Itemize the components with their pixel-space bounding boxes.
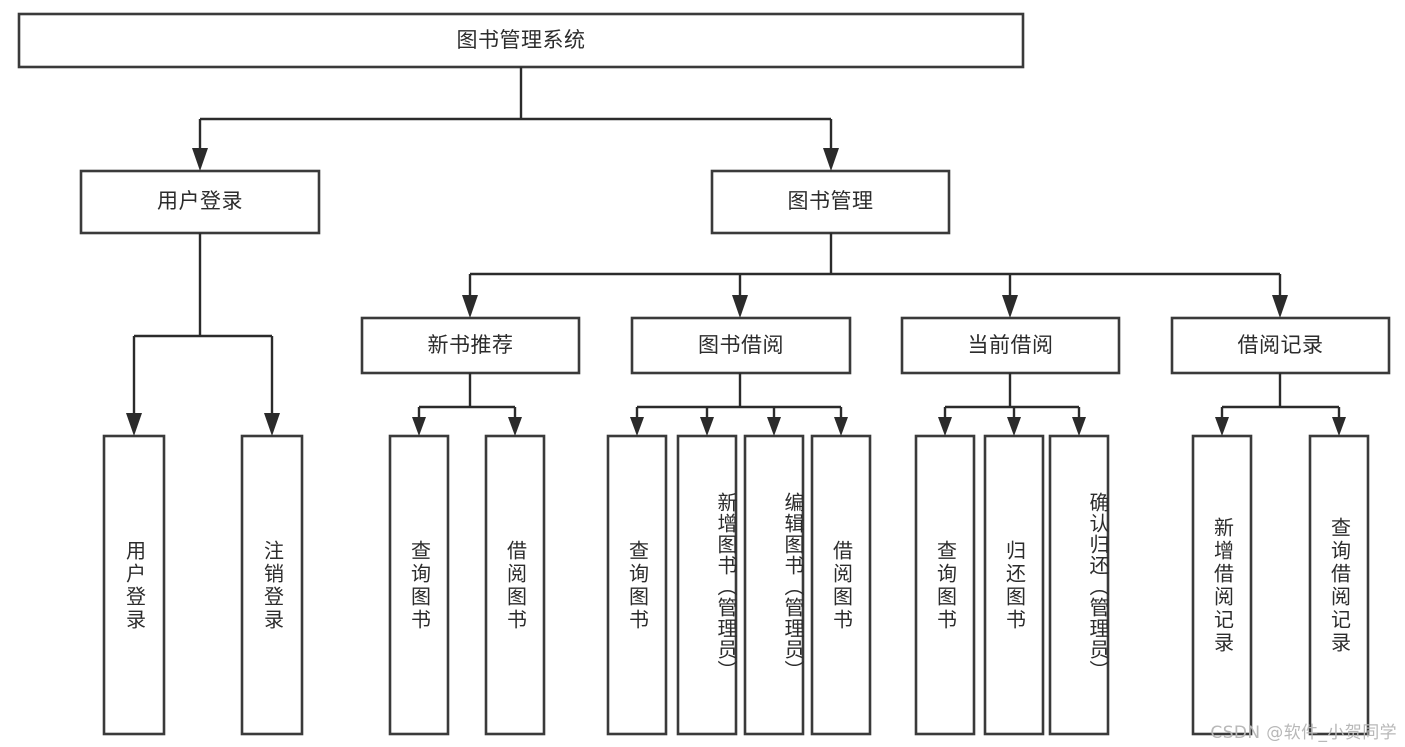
arrow-to-user-login: [192, 148, 208, 171]
arrow-to-leaf-edit-book: [767, 417, 781, 436]
csdn-watermark: CSDN @软件_小贺同学: [1210, 723, 1397, 743]
arrow-to-leaf-query-book-2: [630, 417, 644, 436]
arrow-to-leaf-user-login: [126, 413, 142, 436]
node-box-book-management[interactable]: [710, 169, 951, 235]
arrow-to-leaf-borrow-book-2: [834, 417, 848, 436]
node-box-leaf-confirm-return[interactable]: [1048, 434, 1110, 736]
connector-book-borrow-to-leaves: [630, 373, 848, 436]
node-box-leaf-borrow-book-1[interactable]: [484, 434, 546, 736]
node-box-leaf-borrow-book-2[interactable]: [810, 434, 872, 736]
arrow-to-leaf-query-book-3: [938, 417, 952, 436]
arrow-to-leaf-query-book-1: [412, 417, 426, 436]
connector-root-to-level2: [192, 67, 839, 171]
node-box-leaf-logout-login[interactable]: [240, 434, 304, 736]
connector-book-management-to-level3: [462, 233, 1288, 318]
connector-current-borrow-to-leaves: [938, 373, 1086, 436]
arrow-to-book-borrow: [732, 295, 748, 318]
arrow-to-new-book-recommend: [462, 295, 478, 318]
node-box-borrow-record[interactable]: [1170, 316, 1391, 375]
arrow-to-leaf-borrow-book-1: [508, 417, 522, 436]
arrow-to-leaf-add-record: [1215, 417, 1229, 436]
arrow-to-leaf-add-book: [700, 417, 714, 436]
arrow-to-book-management: [823, 148, 839, 171]
node-box-root[interactable]: [17, 12, 1025, 69]
node-box-leaf-query-book-3[interactable]: [914, 434, 976, 736]
node-box-leaf-return-book[interactable]: [983, 434, 1045, 736]
node-box-leaf-add-book[interactable]: [676, 434, 738, 736]
node-box-leaf-user-login[interactable]: [102, 434, 166, 736]
arrow-to-borrow-record: [1272, 295, 1288, 318]
node-box-leaf-query-book-2[interactable]: [606, 434, 668, 736]
arrow-to-leaf-return-book: [1007, 417, 1021, 436]
node-box-leaf-edit-book[interactable]: [743, 434, 805, 736]
arrow-to-current-borrow: [1002, 295, 1018, 318]
node-box-book-borrow[interactable]: [630, 316, 852, 375]
arrow-to-leaf-logout-login: [264, 413, 280, 436]
node-box-leaf-query-book-1[interactable]: [388, 434, 450, 736]
node-box-current-borrow[interactable]: [900, 316, 1121, 375]
connector-new-book-recommend-to-leaves: [412, 373, 522, 436]
arrow-to-leaf-query-record: [1332, 417, 1346, 436]
node-box-leaf-add-record[interactable]: [1191, 434, 1253, 736]
connector-user-login-to-leaves: [126, 233, 280, 436]
node-box-leaf-query-record[interactable]: [1308, 434, 1370, 736]
arrow-to-leaf-confirm-return: [1072, 417, 1086, 436]
node-box-user-login[interactable]: [79, 169, 321, 235]
node-box-new-book-recommend[interactable]: [360, 316, 581, 375]
connector-borrow-record-to-leaves: [1215, 373, 1346, 436]
